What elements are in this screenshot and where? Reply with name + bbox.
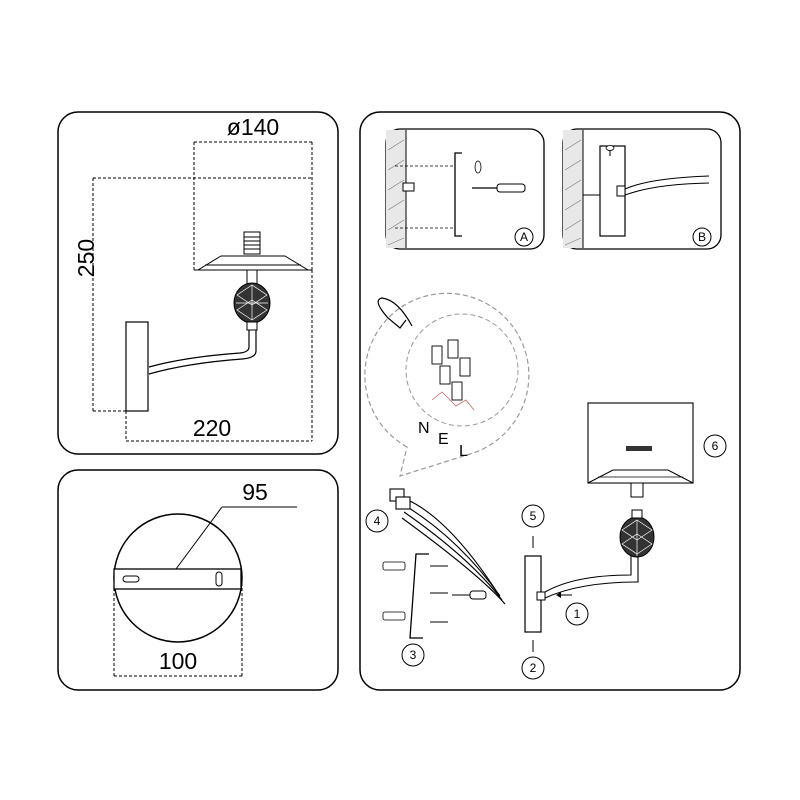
dim-height: 250 — [73, 239, 99, 277]
detail-b: B — [562, 128, 722, 250]
wall-plug-icon — [382, 561, 406, 621]
dim-projection: 220 — [193, 415, 231, 441]
assembled-lamp — [587, 402, 694, 558]
detail-label-b: B — [698, 230, 706, 244]
panel-installation: A B — [359, 111, 741, 691]
dim-base-diameter: 100 — [159, 648, 197, 674]
dim-mount-width: 95 — [242, 479, 268, 505]
step-5-label: 5 — [530, 509, 537, 523]
panel-side-view: ø140 250 220 — [57, 111, 339, 455]
wall-plate — [125, 321, 149, 412]
crystal-ball-icon — [619, 482, 655, 558]
wiring-wires — [389, 488, 506, 605]
step-3-label: 3 — [410, 648, 417, 662]
lamp-shade-icon — [194, 231, 312, 271]
step-4-label: 4 — [374, 514, 381, 528]
detail-a: A — [385, 128, 545, 250]
mounting-hardware — [382, 553, 487, 639]
detail-label-a: A — [520, 230, 528, 244]
step-1-label: 1 — [574, 607, 581, 621]
wire-n-label: N — [418, 420, 430, 437]
wiring-detail: N E L — [364, 292, 530, 477]
screwdriver-icon — [452, 590, 487, 600]
step-6-label: 6 — [712, 439, 719, 453]
dim-shade-diameter: ø140 — [227, 114, 279, 140]
assembly-wall-plate — [524, 534, 639, 652]
screw-icon — [605, 145, 615, 156]
step-markers: 1 2 3 4 5 6 — [365, 434, 727, 680]
step-2-label: 2 — [530, 661, 537, 675]
wire-e-label: E — [438, 431, 449, 448]
screwdriver-icon — [472, 183, 526, 193]
screw-icon — [430, 565, 448, 623]
crystal-ball-icon — [233, 269, 271, 331]
mounting-bracket — [113, 568, 242, 590]
wire-l-label: L — [459, 443, 468, 460]
panel-base-plate: 95 100 — [57, 469, 339, 691]
